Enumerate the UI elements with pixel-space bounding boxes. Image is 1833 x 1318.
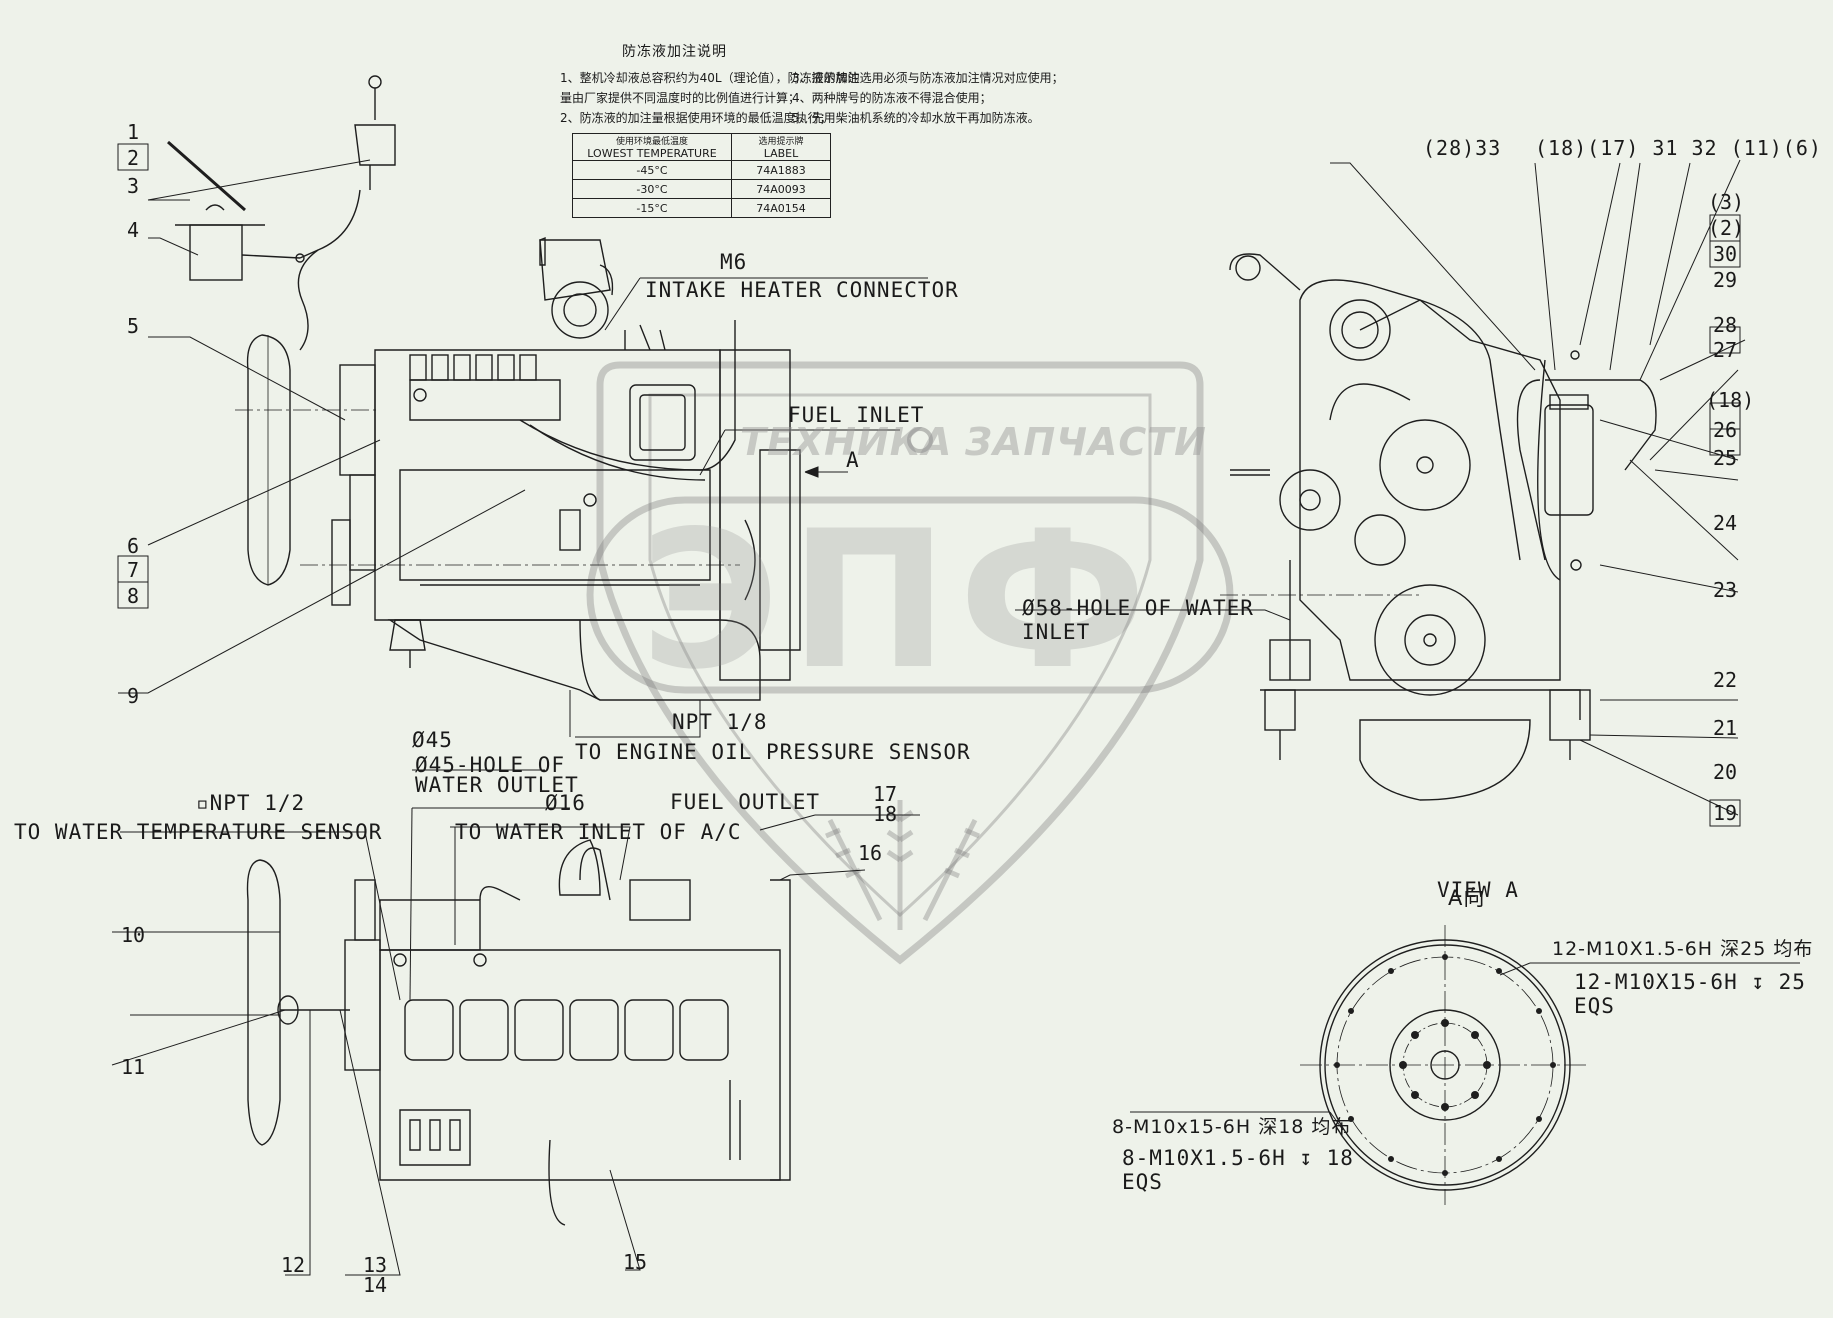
table-cell-label: 74A1883 [731,160,831,180]
part-number-16: 16 [857,841,883,865]
callout-m6: M6 [720,250,748,274]
part-number-12: 12 [280,1253,306,1277]
callout-m10-cn: 12-M10X1.5-6H 深25 均布 [1552,938,1814,960]
header-label-en: LABEL [763,147,799,160]
part-number-10: 10 [120,923,146,947]
table-header-row: 使用环境最低温度 LOWEST TEMPERATURE 选用提示牌 LABEL [572,133,831,161]
throttle-assembly [167,75,396,281]
callout-m8-cn: 8-M10x15-6H 深18 均布 [1112,1116,1352,1138]
engine-top-view [246,839,791,1226]
part-numbers-top-right: (18)(17) 31 32 (11)(6) [1535,136,1822,160]
engine-side-view [235,236,801,701]
callout-npt-18: NPT 1/8 [672,710,768,734]
part-number-15: 15 [622,1250,648,1274]
part-number-11: 11 [120,1055,146,1079]
engine-front-view [1220,253,1657,801]
callout-m8-eqs: EQS [1122,1170,1163,1194]
callout-view-a-cn: A向 [1448,886,1486,910]
table-cell-label: 74A0093 [731,179,831,199]
antifreeze-temperature-table: 使用环境最低温度 LOWEST TEMPERATURE 选用提示牌 LABEL … [572,133,831,218]
part-number-18-paren: (18) [1706,388,1755,412]
part-numbers-top-mid: (28)33 [1423,136,1502,160]
callout-m10-eqs: EQS [1574,994,1615,1018]
callout-water-outlet-2: WATER OUTLET [415,773,579,797]
notes-line-3: 2、防冻液的加注量根据使用环境的最低温度执行； [560,111,832,125]
part-number-29: 29 [1712,268,1738,292]
part-number-2-paren: (2) [1707,216,1745,240]
callout-water-inlet-ac: TO WATER INLET OF A/C [455,820,742,844]
notes-line-2: 量由厂家提供不同温度时的比例值进行计算； [560,91,801,105]
callout-view-a-arrow: A [846,448,860,472]
part-number-6: 6 [126,534,140,558]
notes-title: 防冻液加注说明 [622,44,727,60]
part-number-20: 20 [1712,760,1738,784]
part-number-19: 19 [1712,801,1738,825]
injectors [409,354,537,381]
part-number-7: 7 [126,558,140,582]
part-number-1: 1 [126,120,140,144]
part-number-28: 28 [1712,313,1738,337]
table-cell-temp: -45°C [572,160,732,180]
flywheel-holes [1334,954,1556,1176]
watermark-wheat [825,800,980,930]
callout-m10-en: 12-M10X15-6H ↧ 25 [1574,970,1806,994]
callout-water-inlet-1: Ø58-HOLE OF WATER [1022,596,1254,620]
callout-view-a-label: VIEW A [1437,878,1519,902]
part-number-24: 24 [1712,511,1738,535]
header-temp-en: LOWEST TEMPERATURE [587,147,717,160]
callout-water-inlet-2: INLET [1022,620,1091,644]
part-number-2: 2 [126,146,140,170]
part-number-3-paren: (3) [1707,190,1745,214]
callout-oil-pressure: TO ENGINE OIL PRESSURE SENSOR [575,740,971,764]
watermark-text-right: ЗАПЧАСТИ [965,420,1207,464]
callout-fuel-inlet: FUEL INLET [788,403,925,427]
callout-m8-en: 8-M10X1.5-6H ↧ 18 [1122,1146,1354,1170]
notes-line-1: 1、整机冷却液总容积约为40L（理论值），防冻液的加注 [560,71,860,85]
watermark-logo-big: ЭПФ [640,490,1157,711]
table-cell-temp: -15°C [572,198,732,218]
part-number-23: 23 [1712,578,1738,602]
part-number-26: 26 [1712,418,1738,442]
callout-water-temp: TO WATER TEMPERATURE SENSOR [14,820,383,844]
part-number-25: 25 [1712,446,1738,470]
header-label-cn: 选用提示牌 [758,137,804,147]
header-temp-cn: 使用环境最低温度 [615,137,688,147]
notes-line-6: 5、先用柴油机系统的冷却水放干再加防冻液。 [792,111,1040,125]
notes-line-4: 3、提示牌的选用必须与防冻液加注情况对应使用； [792,71,1064,85]
part-number-22: 22 [1712,668,1738,692]
part-number-17-18: 17 18 [872,782,898,826]
part-number-13-14: 13 14 [362,1253,388,1297]
table-cell-label: 74A0154 [731,198,831,218]
part-number-30: 30 [1712,242,1738,266]
callout-npt-12: ▫NPT 1/2 [196,791,306,815]
part-number-27: 27 [1712,338,1738,362]
part-number-4: 4 [126,218,140,242]
callout-d16: Ø16 [545,791,586,815]
table-cell-temp: -30°C [572,179,732,199]
part-number-21: 21 [1712,716,1738,740]
watermark-text-left: ТЕХНИКА [740,420,953,464]
leader-lines [111,159,1800,1276]
notes-line-5: 4、两种牌号的防冻液不得混合使用； [792,91,992,105]
callout-d45: Ø45 [412,728,453,752]
valve-covers [404,999,729,1061]
part-number-9: 9 [126,684,140,708]
callout-water-outlet-1: Ø45-HOLE OF [415,753,566,777]
table-header-temp: 使用环境最低温度 LOWEST TEMPERATURE [572,133,732,161]
part-number-5: 5 [126,314,140,338]
table-header-label: 选用提示牌 LABEL [731,133,831,161]
callout-fuel-outlet: FUEL OUTLET [670,790,821,814]
part-number-3: 3 [126,174,140,198]
callout-intake-heater: INTAKE HEATER CONNECTOR [645,278,959,302]
number-boxes [117,143,1741,827]
part-number-8: 8 [126,584,140,608]
